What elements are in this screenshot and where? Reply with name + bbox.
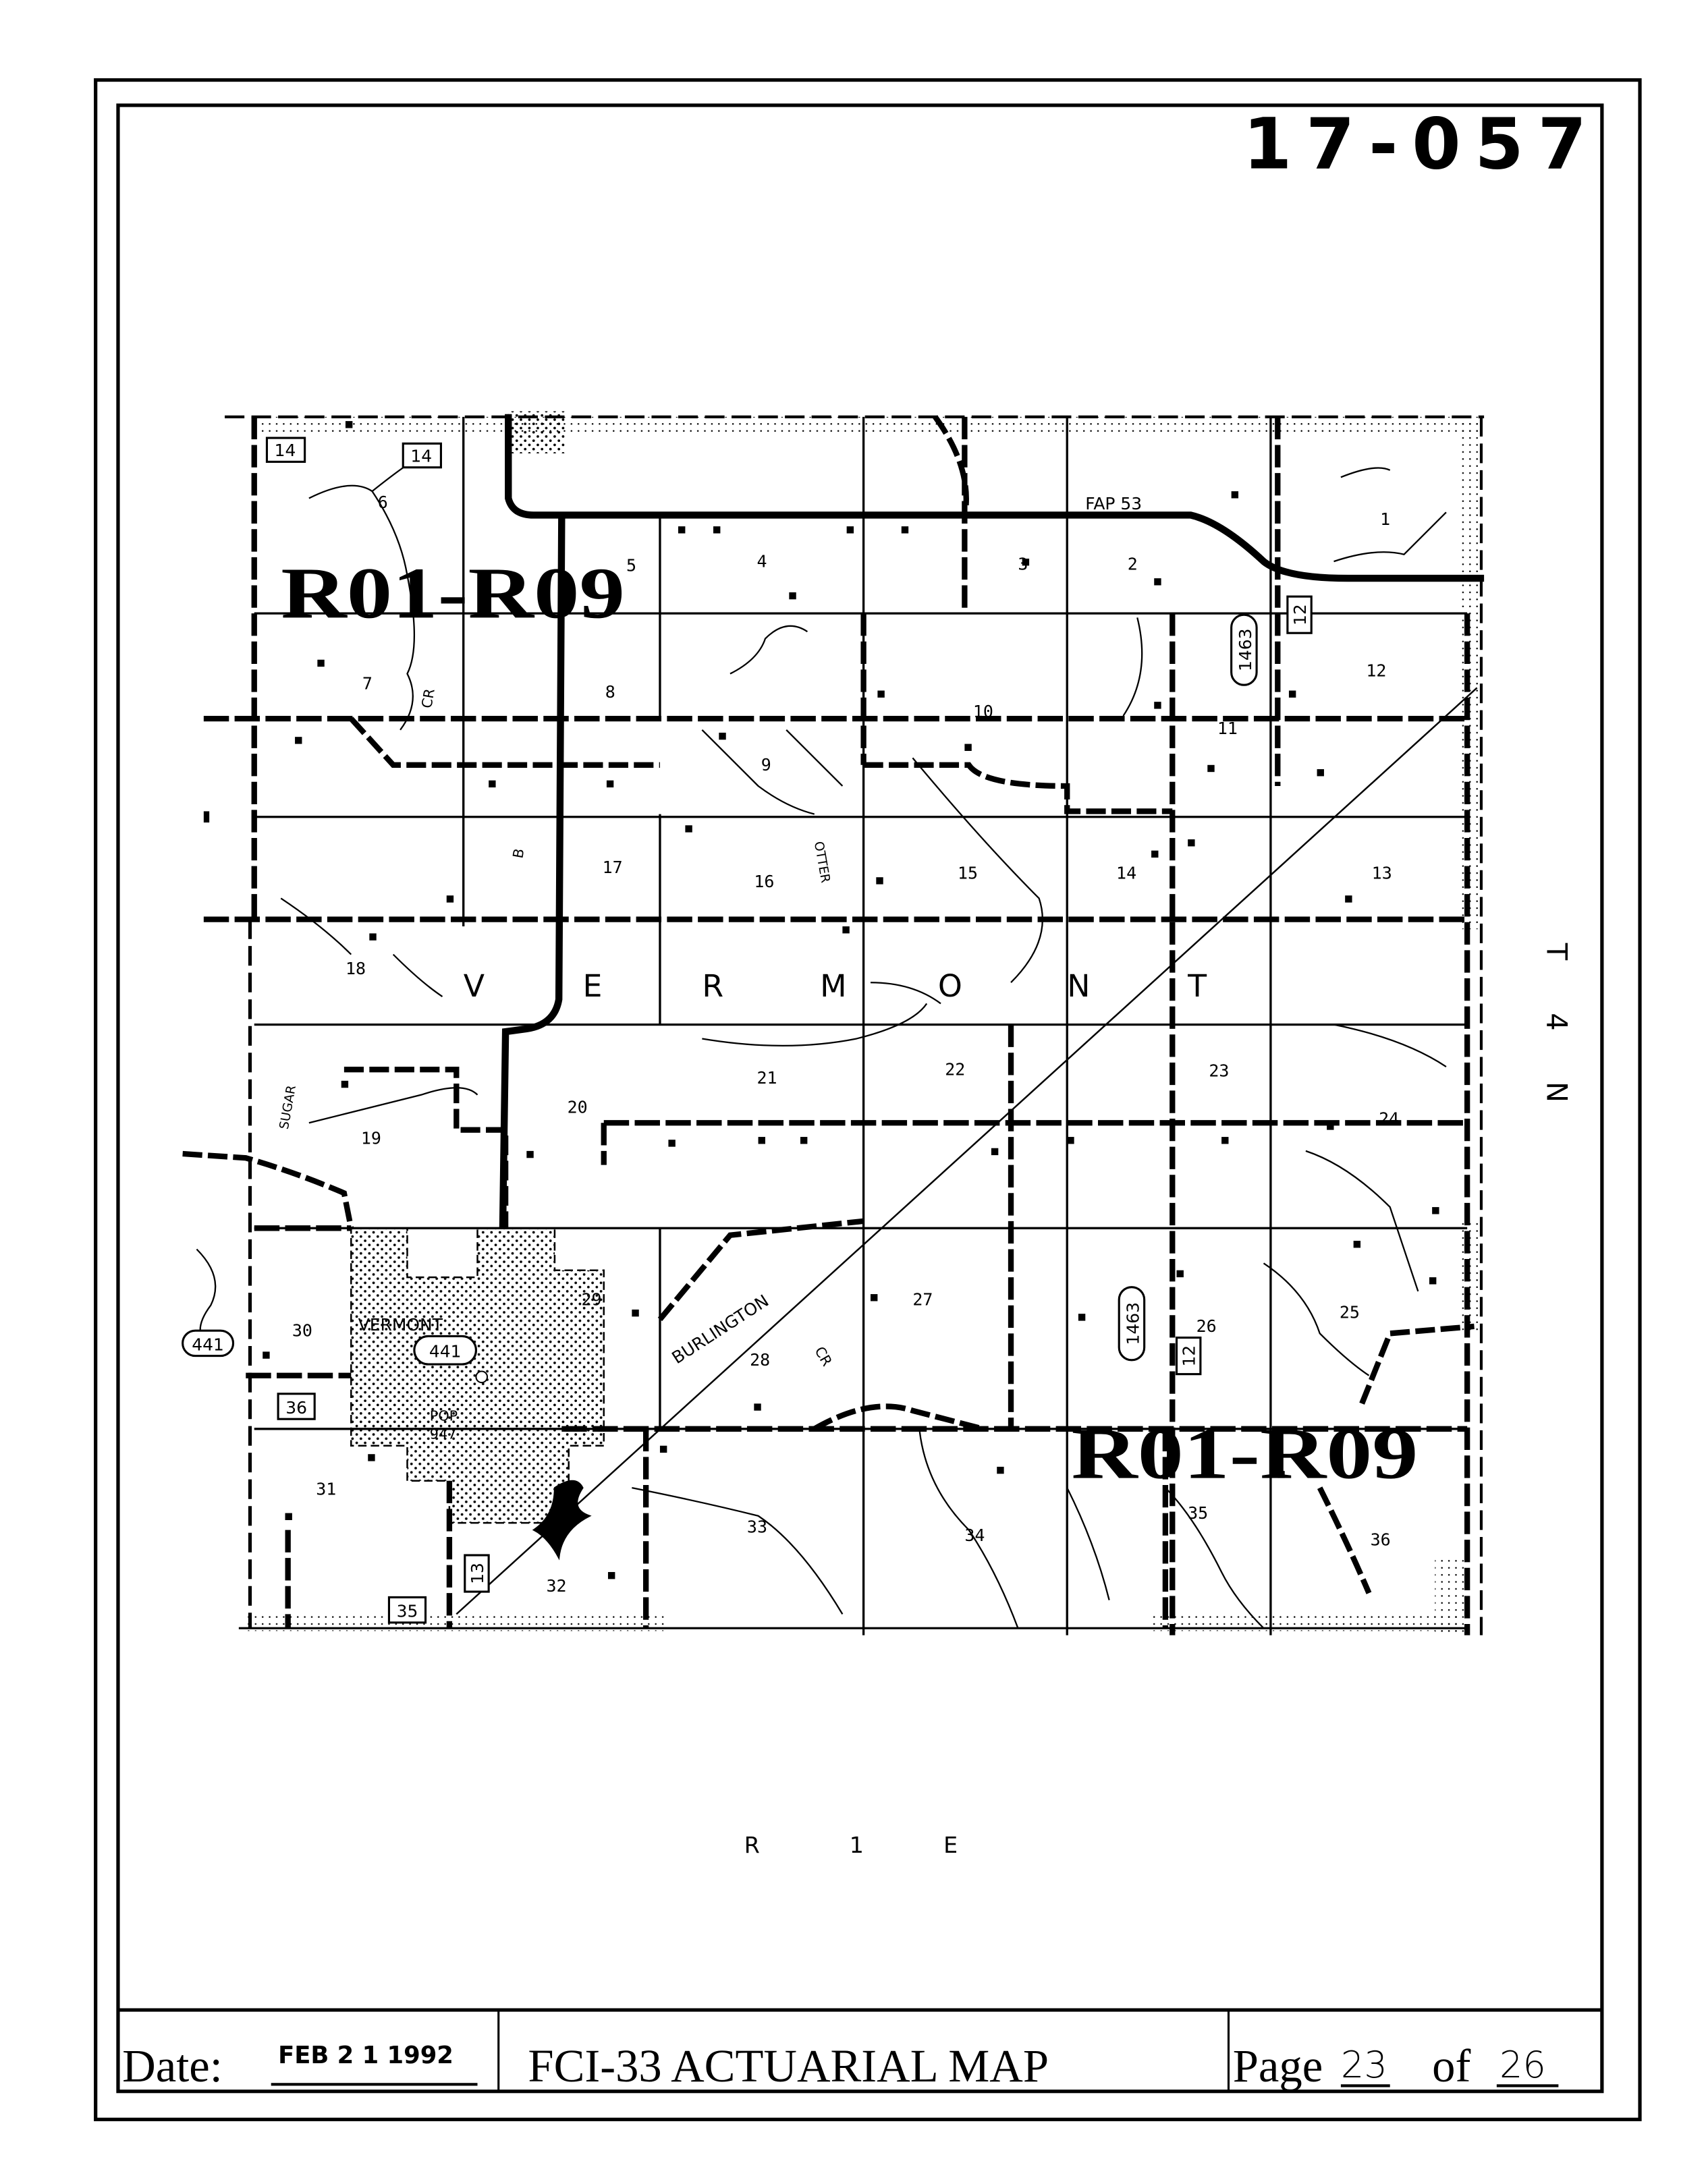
creek-label-otter: OTTER — [811, 840, 832, 884]
section-number: 34 — [964, 1525, 985, 1545]
section-number: 20 — [568, 1098, 588, 1117]
section-number: 4 — [756, 551, 767, 571]
range-letter-r: R — [744, 1832, 760, 1858]
section-number: 30 — [292, 1320, 312, 1340]
section-number: 19 — [361, 1128, 381, 1148]
section-number: 11 — [1217, 719, 1238, 738]
section-number: 29 — [581, 1290, 601, 1310]
section-number: 6 — [378, 493, 388, 512]
section-number: 25 — [1340, 1302, 1360, 1322]
section-number: 26 — [1196, 1316, 1217, 1336]
section-number: 27 — [912, 1290, 933, 1310]
section-number: 5 — [626, 556, 636, 576]
section-number: 36 — [1371, 1530, 1391, 1549]
highway-441 — [499, 515, 566, 1229]
range-letter-e: E — [943, 1832, 958, 1858]
route-shields: 14 14 12 12 1463 1463 441 441 36 13 35 — [182, 437, 1313, 1624]
township-letter: T — [1187, 968, 1207, 1004]
section-number: 8 — [605, 682, 615, 702]
page-current: 23 — [1341, 2044, 1387, 2086]
route-36-label: 36 — [285, 1398, 307, 1418]
section-number: 9 — [761, 755, 771, 775]
burlington-railroad — [456, 687, 1478, 1615]
section-number: 15 — [958, 863, 978, 883]
highway-fap53 — [505, 414, 1485, 582]
section-number: 2 — [1128, 555, 1138, 574]
document-number: 17-057 — [1243, 103, 1601, 186]
township-number: 4 — [1541, 1013, 1574, 1030]
page-label: Page — [1233, 2040, 1323, 2092]
range-number: 1 — [850, 1832, 864, 1858]
section-number: 35 — [1188, 1503, 1208, 1523]
risk-zone-label: R01-R09 — [281, 553, 625, 634]
lake — [532, 1480, 592, 1561]
route-13-label: 13 — [468, 1563, 487, 1584]
town-name-label: VERMONT — [358, 1315, 443, 1335]
route-441-label: 441 — [192, 1335, 224, 1354]
highway-label: FAP 53 — [1085, 494, 1142, 513]
section-number: 7 — [362, 673, 373, 693]
section-number: 32 — [546, 1576, 566, 1596]
township-letter: E — [583, 968, 603, 1004]
page-total: 26 — [1499, 2044, 1546, 2086]
section-number: 10 — [973, 702, 993, 721]
route-14-label: 14 — [410, 446, 432, 466]
route-441-label: 441 — [429, 1342, 462, 1362]
inner-frame — [116, 103, 1604, 2094]
creek-label-cr: CR — [811, 1344, 835, 1369]
creek-label-cr: CR — [418, 688, 438, 710]
township-designation: T 4 N — [1541, 943, 1574, 1102]
section-number: 24 — [1379, 1109, 1399, 1128]
route-14-label: 14 — [275, 441, 296, 460]
map-title: FCI-33 ACTUARIAL MAP — [528, 2040, 1049, 2092]
route-1463-label: 1463 — [1236, 628, 1255, 671]
section-number: 13 — [1372, 863, 1392, 883]
creek-label-b: B — [510, 847, 527, 860]
section-number: 3 — [1018, 555, 1028, 574]
section-number: 12 — [1366, 661, 1386, 681]
route-12-label: 12 — [1180, 1345, 1199, 1367]
section-number: 18 — [346, 959, 366, 978]
route-1463-label: 1463 — [1123, 1302, 1143, 1345]
section-number: 31 — [316, 1480, 336, 1499]
population-label: POP — [430, 1407, 458, 1424]
section-number: 21 — [756, 1068, 777, 1088]
township-name: V E R M O N T — [464, 968, 1207, 1004]
date-value: FEB 2 1 1992 — [278, 2042, 453, 2069]
section-number: 33 — [747, 1517, 767, 1537]
section-number: 28 — [750, 1350, 770, 1370]
section-number: 23 — [1209, 1061, 1229, 1081]
township-letter: O — [938, 968, 962, 1004]
creek-label-sugar: SUGAR — [277, 1084, 299, 1131]
page-of: of — [1432, 2040, 1470, 2092]
section-number: 1 — [1380, 509, 1390, 529]
route-12-label: 12 — [1290, 604, 1310, 625]
township-letter: V — [464, 968, 485, 1004]
section-number: 14 — [1116, 863, 1136, 883]
section-number: 22 — [945, 1060, 965, 1080]
township-letter: R — [702, 968, 723, 1004]
range-designation: R 1 E — [744, 1832, 958, 1858]
date-label: Date: — [122, 2040, 223, 2092]
township-letter: M — [820, 968, 846, 1004]
township-letter-n: N — [1541, 1082, 1574, 1102]
section-number: 16 — [754, 872, 774, 891]
section-numbers: 1 2 3 4 5 6 7 8 9 10 11 12 13 14 15 16 1… — [292, 493, 1399, 1596]
section-number: 17 — [603, 858, 623, 877]
population-value: 947 — [430, 1426, 457, 1442]
outer-frame — [94, 78, 1642, 2121]
route-35-label: 35 — [397, 1602, 418, 1621]
footer: Date: FEB 2 1 1992 FCI-33 ACTUARIAL MAP … — [122, 2040, 1559, 2092]
township-letter-t: T — [1541, 943, 1574, 961]
risk-zone-label: R01-R09 — [1071, 1414, 1418, 1494]
township-letter: N — [1067, 968, 1090, 1004]
